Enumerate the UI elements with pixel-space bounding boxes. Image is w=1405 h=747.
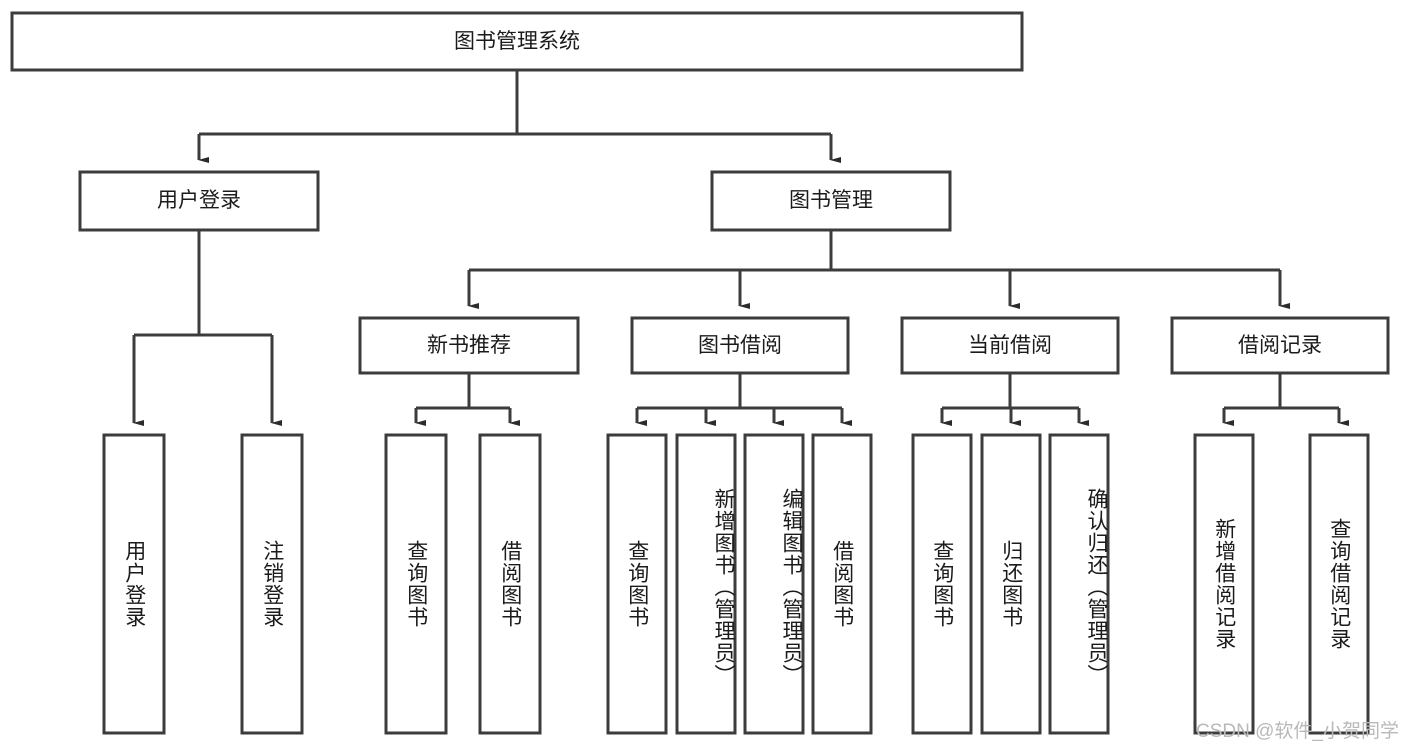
leaf-label: 新增图书（管理员）: [712, 488, 735, 686]
leaf-label: 编辑图书（管理员）: [780, 488, 803, 686]
node-root-label: 图书管理系统: [454, 29, 580, 53]
leaf-label: 归还图书: [999, 540, 1023, 628]
leaf-label: 借阅图书: [830, 540, 854, 628]
leaf-label: 查询图书: [404, 540, 428, 628]
node-current-borrow-box[interactable]: [900, 316, 1120, 375]
node-book-borrow-label: 图书借阅: [698, 333, 782, 357]
leaf-box[interactable]: [1308, 433, 1370, 735]
leaf-box[interactable]: [478, 433, 542, 735]
leaf-box[interactable]: [240, 433, 304, 735]
leaf-label: 确认归还（管理员）: [1085, 488, 1108, 686]
leaf-label: 新增借阅记录: [1212, 518, 1236, 650]
leaf-box[interactable]: [1193, 433, 1255, 735]
leaf-label: 借阅图书: [498, 540, 522, 628]
leaf-box[interactable]: [811, 433, 873, 735]
leaf-box[interactable]: [384, 433, 448, 735]
leaf-label: 用户登录: [122, 540, 146, 628]
leaf-box[interactable]: [675, 433, 737, 735]
leaf-box[interactable]: [980, 433, 1042, 735]
leaf-label: 查询借阅记录: [1327, 518, 1351, 650]
leaf-box[interactable]: [102, 433, 166, 735]
node-root-box[interactable]: [10, 11, 1024, 72]
node-borrow-record-label: 借阅记录: [1238, 333, 1322, 357]
node-user-login-box[interactable]: [78, 170, 320, 232]
leaf-box[interactable]: [743, 433, 805, 735]
leaf-label: 查询图书: [625, 540, 649, 628]
watermark: CSDN @软件_小贺同学: [1196, 721, 1399, 742]
leaf-box[interactable]: [606, 433, 668, 735]
node-new-book-box[interactable]: [358, 316, 580, 375]
node-current-borrow-label: 当前借阅: [968, 333, 1052, 357]
node-user-login-label: 用户登录: [157, 189, 241, 213]
node-book-manage-label: 图书管理: [789, 189, 873, 213]
leaf-label: 注销登录: [260, 540, 284, 628]
leaf-box[interactable]: [911, 433, 973, 735]
leaf-box[interactable]: [1048, 433, 1110, 735]
node-new-book-label: 新书推荐: [427, 333, 511, 357]
leaf-label: 查询图书: [930, 540, 954, 628]
